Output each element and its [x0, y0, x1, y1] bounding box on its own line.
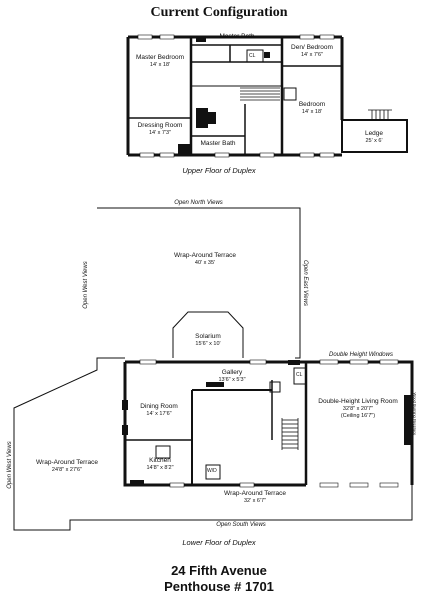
room-dims: 14' x 17'6" [146, 410, 172, 417]
room-name: Master Bath [200, 140, 236, 147]
room-name: Kitchen [149, 457, 171, 464]
upper-floor-caption: Upper Floor of Duplex [182, 166, 256, 175]
room-dims: 14' x 18' [301, 108, 323, 115]
room-name: Gallery [221, 369, 243, 376]
room-dressing-room: Dressing Room 14' x 7'3" [131, 122, 189, 137]
room-dims: 40' x 35' [194, 259, 216, 266]
room-terrace-north: Wrap-Around Terrace 40' x 35' [150, 252, 260, 267]
room-name: Double-Height Living Room [318, 398, 398, 405]
room-den-bedroom: Den/ Bedroom 14' x 7'6" [284, 44, 340, 59]
view-east: Open East Views [302, 260, 308, 306]
upper-floor-fixtures [178, 38, 270, 155]
address-line-1: 24 Fifth Avenue [171, 563, 267, 578]
closet-label: CL [249, 53, 256, 59]
terrace-outline [13, 207, 413, 531]
room-solarium: Solarium 15'6" x 10' [176, 333, 240, 348]
upper-floor-windows [137, 34, 335, 158]
view-south: Open South Views [216, 522, 266, 528]
room-master-bath-bottom: Master Bath [192, 140, 244, 148]
room-dims: 14'8" x 8'2" [146, 464, 174, 471]
solarium-outline [172, 311, 244, 358]
room-dims: 14' x 7'3" [148, 129, 172, 136]
room-terrace-west: Wrap-Around Terrace 24'8" x 27'6" [32, 459, 102, 474]
closet-label-lower: CL [296, 372, 303, 378]
lower-floor-stairs [281, 418, 299, 450]
room-name: Master Bath [219, 33, 255, 40]
room-dims: 32'8" x 20'7" [342, 405, 374, 412]
fireplace-label: Wood Burning Fireplace [412, 392, 418, 436]
room-name: Dressing Room [137, 122, 183, 129]
room-dims: 14' x 7'6" [300, 51, 324, 58]
room-name: Ledge [364, 130, 384, 137]
room-dims: 24'8" x 27'6" [51, 466, 83, 473]
upper-floor-walls [126, 35, 408, 157]
lower-floor-fixtures [122, 360, 412, 485]
room-name: Wrap-Around Terrace [36, 459, 98, 466]
room-kitchen: Kitchen 14'8" x 8'2" [130, 457, 190, 472]
washer-dryer-label: W/D [207, 468, 217, 474]
room-living: Double-Height Living Room 32'8" x 20'7" … [318, 398, 398, 421]
room-ceiling: (Ceiling 16'7") [340, 413, 376, 419]
room-dims: 15'6" x 10' [195, 340, 221, 347]
page-title: Current Configuration [150, 5, 288, 20]
windows-label: Double Height Windows [329, 352, 393, 358]
view-west-lower: Open West Views [7, 441, 13, 489]
room-dims: 13'6" x 5'3" [218, 376, 246, 383]
room-dims: 25' x 6' [365, 137, 383, 144]
lower-floor-caption: Lower Floor of Duplex [182, 538, 256, 547]
room-terrace-south: Wrap-Around Terrace 32' x 6'7" [215, 490, 295, 505]
room-name: Bedroom [298, 101, 326, 108]
view-north: Open North Views [174, 200, 223, 206]
room-dining: Dining Room 14' x 17'6" [128, 403, 190, 418]
room-master-bath-top: Master Bath [192, 33, 282, 41]
room-name: Wrap-Around Terrace [224, 490, 286, 497]
address-line-2: Penthouse # 1701 [164, 579, 274, 594]
room-name: Solarium [195, 333, 221, 340]
room-dims: 14' x 18' [149, 61, 171, 68]
room-name: Wrap-Around Terrace [174, 252, 236, 259]
room-master-bedroom: Master Bedroom 14' x 18' [131, 54, 189, 69]
room-name: Dining Room [140, 403, 178, 410]
lower-floor-windows [139, 359, 399, 488]
view-west-upper: Open West Views [83, 261, 89, 309]
room-gallery: Gallery 13'6" x 5'3" [200, 369, 264, 384]
room-dims: 32' x 6'7" [243, 497, 267, 504]
room-name: Den/ Bedroom [291, 44, 333, 51]
room-ledge: Ledge 25' x 6' [344, 130, 404, 145]
room-bedroom: Bedroom 14' x 18' [284, 101, 340, 116]
room-name: Master Bedroom [135, 54, 185, 61]
